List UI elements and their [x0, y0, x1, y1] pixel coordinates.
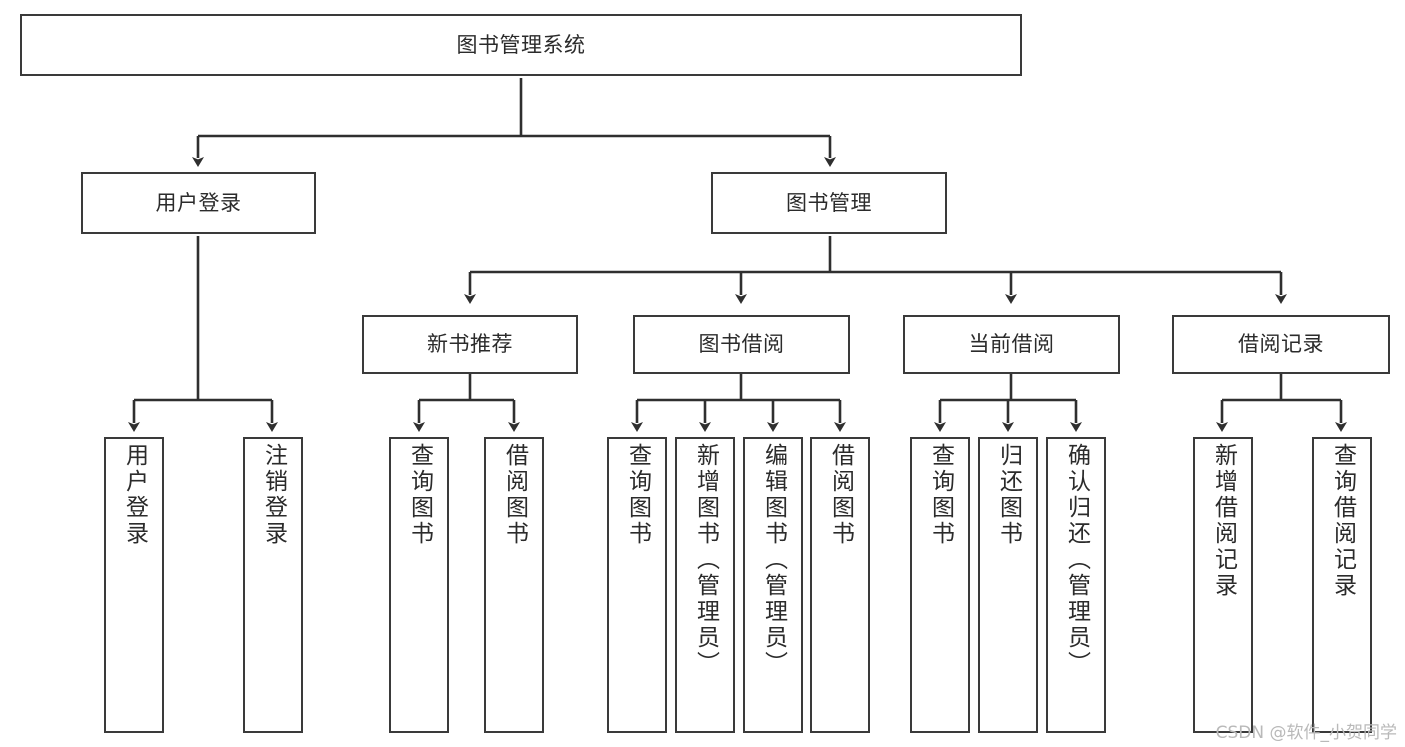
node-book-management-label: 图书管理: [786, 190, 872, 215]
node-book-management[interactable]: 图书管理: [711, 172, 947, 234]
node-borrow-record[interactable]: 借阅记录: [1172, 315, 1390, 374]
leaf-borrow-borrow-book[interactable]: 借阅图书: [810, 437, 870, 733]
leaf-label: 查询图书: [406, 443, 433, 547]
node-book-borrow-label: 图书借阅: [698, 332, 785, 357]
leaf-label: 用户登录: [121, 443, 148, 547]
node-book-borrow[interactable]: 图书借阅: [633, 315, 850, 374]
leaf-record-query-record[interactable]: 查询借阅记录: [1312, 437, 1372, 733]
leaf-label: 编辑图书（管理员）: [760, 443, 787, 677]
leaf-current-return-book[interactable]: 归还图书: [978, 437, 1038, 733]
leaf-borrow-edit-book[interactable]: 编辑图书（管理员）: [743, 437, 803, 733]
leaf-label: 新增借阅记录: [1210, 443, 1237, 599]
leaf-label: 借阅图书: [827, 443, 854, 547]
leaf-current-confirm-return[interactable]: 确认归还（管理员）: [1046, 437, 1106, 733]
node-root-label: 图书管理系统: [456, 32, 586, 57]
leaf-label: 查询借阅记录: [1329, 443, 1356, 599]
leaf-user-login-logout[interactable]: 注销登录: [243, 437, 303, 733]
leaf-label: 新增图书（管理员）: [692, 443, 719, 677]
node-new-book-recommend[interactable]: 新书推荐: [362, 315, 578, 374]
node-current-borrow-label: 当前借阅: [968, 332, 1055, 357]
node-current-borrow[interactable]: 当前借阅: [903, 315, 1120, 374]
node-borrow-record-label: 借阅记录: [1238, 332, 1324, 357]
leaf-label: 借阅图书: [501, 443, 528, 547]
watermark: CSDN @软件_小贺同学: [1215, 723, 1397, 743]
leaf-record-add-record[interactable]: 新增借阅记录: [1193, 437, 1253, 733]
leaf-current-query-book[interactable]: 查询图书: [910, 437, 970, 733]
leaf-label: 注销登录: [260, 443, 287, 547]
leaf-label: 确认归还（管理员）: [1063, 443, 1090, 677]
leaf-recommend-query-book[interactable]: 查询图书: [389, 437, 449, 733]
node-new-book-recommend-label: 新书推荐: [427, 332, 513, 357]
leaf-recommend-borrow-book[interactable]: 借阅图书: [484, 437, 544, 733]
node-user-login-label: 用户登录: [155, 190, 242, 215]
leaf-label: 查询图书: [624, 443, 651, 547]
node-user-login[interactable]: 用户登录: [81, 172, 316, 234]
leaf-borrow-query-book[interactable]: 查询图书: [607, 437, 667, 733]
node-root[interactable]: 图书管理系统: [20, 14, 1022, 76]
leaf-borrow-add-book[interactable]: 新增图书（管理员）: [675, 437, 735, 733]
leaf-label: 查询图书: [927, 443, 954, 547]
leaf-label: 归还图书: [995, 443, 1022, 547]
leaf-user-login-login[interactable]: 用户登录: [104, 437, 164, 733]
